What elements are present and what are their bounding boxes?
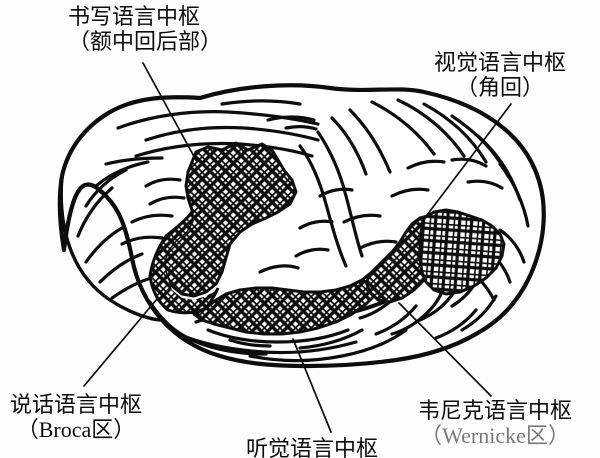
superior-temporal-sulcus bbox=[176, 332, 358, 355]
parietal-small-1 bbox=[450, 157, 488, 168]
occipital-bottom-1 bbox=[434, 308, 478, 340]
label-speech-line1: 说话语言中枢 bbox=[10, 392, 143, 417]
temporal-small-2 bbox=[228, 338, 272, 348]
label-speech-language-center: 说话语言中枢 （Broca区） bbox=[10, 392, 142, 442]
writing-center-border bbox=[162, 141, 298, 298]
occipito-temporal-notch bbox=[418, 290, 456, 322]
label-visual-line1: 视觉语言中枢 bbox=[434, 50, 567, 75]
inner-loop-9 bbox=[406, 159, 446, 170]
leader-lines-group bbox=[83, 62, 512, 433]
frontal-gyrus-line-3 bbox=[104, 156, 164, 166]
precentral-sulcus bbox=[316, 130, 364, 258]
label-wernicke-line2: （Wernicke区） bbox=[420, 423, 570, 448]
label-writing-line2: （额中回后部） bbox=[68, 29, 223, 54]
inner-loop-8 bbox=[390, 187, 430, 198]
frontal-small-3 bbox=[130, 213, 174, 224]
leader-auditory bbox=[292, 338, 332, 433]
leader-speech bbox=[83, 298, 158, 387]
label-speech-line2: （Broca区） bbox=[16, 417, 136, 442]
label-writing-language-center: 书写语言中枢 （额中回后部） bbox=[68, 4, 222, 54]
frontal-gyrus-line-8 bbox=[98, 252, 144, 284]
parietal-line-1 bbox=[370, 100, 436, 156]
frontal-small-1 bbox=[144, 177, 182, 188]
inner-loop-3 bbox=[294, 247, 330, 258]
parietal-line-6 bbox=[498, 162, 530, 228]
label-visual-language-center: 视觉语言中枢 （角回） bbox=[434, 50, 566, 100]
parietal-line-3 bbox=[422, 102, 488, 164]
frontal-gyrus-line-4 bbox=[94, 160, 150, 188]
inner-loop-7 bbox=[358, 239, 398, 250]
frontal-gyrus-line-6 bbox=[76, 186, 114, 238]
label-visual-line2: （角回） bbox=[456, 75, 545, 100]
inner-loop-4 bbox=[298, 219, 334, 230]
frontal-gyrus-line-1 bbox=[144, 125, 320, 142]
frontal-small-2 bbox=[148, 195, 186, 206]
inner-loop-6 bbox=[342, 213, 382, 224]
superior-frontal-sulcus bbox=[116, 110, 320, 130]
inner-loop-5 bbox=[318, 187, 354, 198]
temporal-line-4 bbox=[298, 328, 364, 350]
frontal-gyrus-line-5 bbox=[84, 168, 128, 208]
frontal-small-4 bbox=[120, 235, 164, 246]
occipital-bottom-2 bbox=[460, 294, 498, 332]
top-ridge-1 bbox=[220, 99, 302, 106]
frontal-pole-contour bbox=[59, 174, 164, 322]
label-auditory-line1: 听觉语言中枢 bbox=[246, 436, 379, 458]
label-wernicke-line1: 韦尼克语言中枢 bbox=[418, 398, 573, 423]
leader-visual bbox=[423, 103, 512, 220]
temporal-line-2 bbox=[206, 328, 350, 344]
leader-wernicke bbox=[398, 302, 492, 397]
visual-center-border bbox=[418, 208, 506, 296]
central-sulcus bbox=[298, 144, 348, 268]
leader-writing bbox=[142, 62, 198, 163]
label-auditory-language-center: 听觉语言中枢 bbox=[246, 436, 378, 458]
occipital-line-1 bbox=[498, 228, 526, 264]
temporal-small-4 bbox=[374, 304, 418, 336]
inner-loop-2 bbox=[258, 264, 300, 274]
temporal-line-3 bbox=[248, 328, 408, 363]
postcentral-line-1 bbox=[330, 116, 368, 176]
frontal-gyrus-line-7 bbox=[84, 226, 124, 264]
parietal-small-2 bbox=[466, 179, 504, 190]
parietal-line-2 bbox=[396, 98, 466, 158]
top-ridge-2 bbox=[266, 115, 316, 122]
label-writing-line1: 书写语言中枢 bbox=[68, 4, 201, 29]
top-ridge-3 bbox=[284, 125, 318, 131]
postcentral-line-2 bbox=[348, 108, 392, 174]
label-wernicke-language-center: 韦尼克语言中枢 （Wernicke区） bbox=[418, 398, 572, 448]
